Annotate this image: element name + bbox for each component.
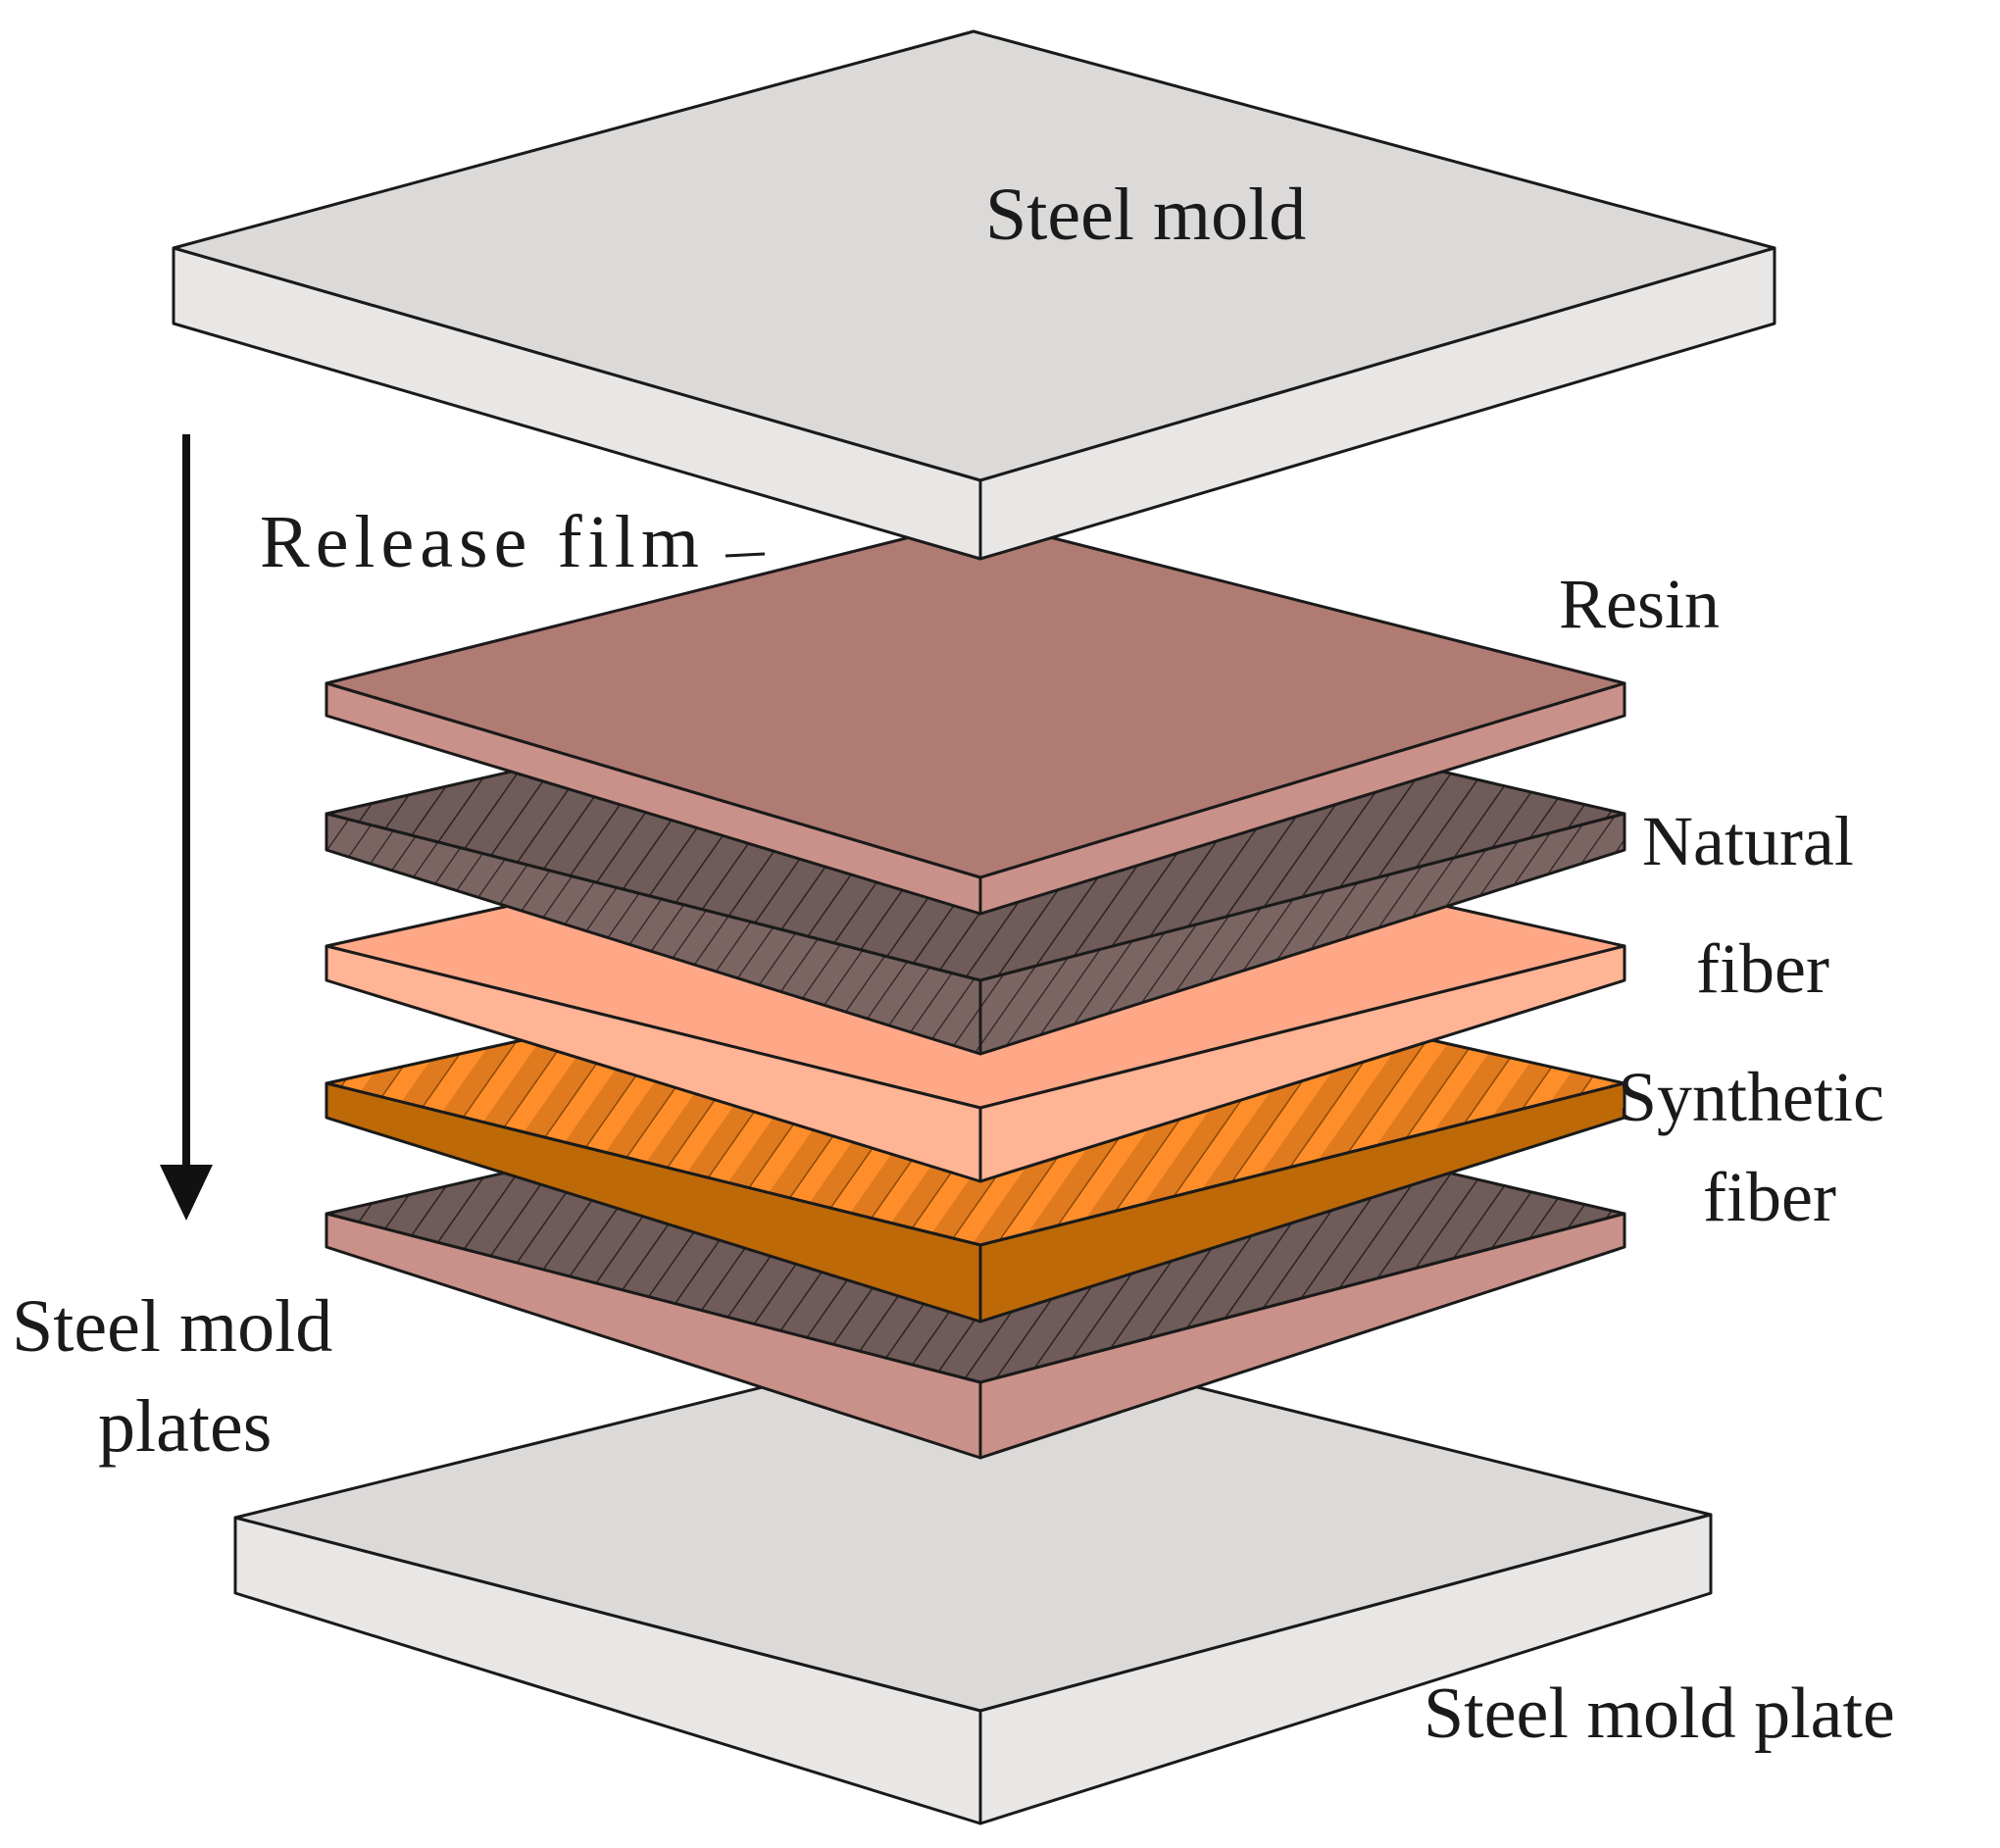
top-mold-right-face bbox=[978, 246, 1776, 561]
synthetic-right-face bbox=[978, 1081, 1626, 1324]
top-steel-mold bbox=[172, 29, 1776, 561]
top-mold-top-face bbox=[172, 29, 1776, 482]
resin-middle-right-face bbox=[978, 944, 1626, 1183]
resin-layer-top bbox=[325, 518, 1626, 916]
label-natural-fiber-line1: Natural bbox=[1642, 802, 1854, 880]
label-synthetic-fiber-line2: fiber bbox=[1703, 1158, 1836, 1236]
release-film-leader bbox=[725, 552, 766, 558]
label-release-film: Release film bbox=[260, 501, 705, 583]
arrow-head-icon bbox=[160, 1165, 213, 1221]
label-synthetic-fiber-line1: Synthetic bbox=[1618, 1058, 1884, 1136]
label-resin: Resin bbox=[1559, 565, 1720, 643]
label-steel-mold-plates-line1: Steel mold bbox=[12, 1285, 332, 1368]
resin-top-right-face bbox=[978, 681, 1626, 916]
natural-bottom-right-face bbox=[978, 1212, 1626, 1460]
label-natural-fiber-line2: fiber bbox=[1696, 929, 1829, 1008]
downward-arrow bbox=[160, 434, 213, 1221]
label-top-steel-mold: Steel mold bbox=[985, 174, 1306, 256]
bottom-steel-mold-plate bbox=[233, 1331, 1713, 1825]
bottom-plate-right-face bbox=[978, 1513, 1713, 1825]
label-bottom-steel-mold-plate: Steel mold plate bbox=[1424, 1673, 1895, 1754]
natural-top-right-face bbox=[978, 812, 1626, 1056]
label-steel-mold-plates-line2: plates bbox=[98, 1385, 272, 1468]
